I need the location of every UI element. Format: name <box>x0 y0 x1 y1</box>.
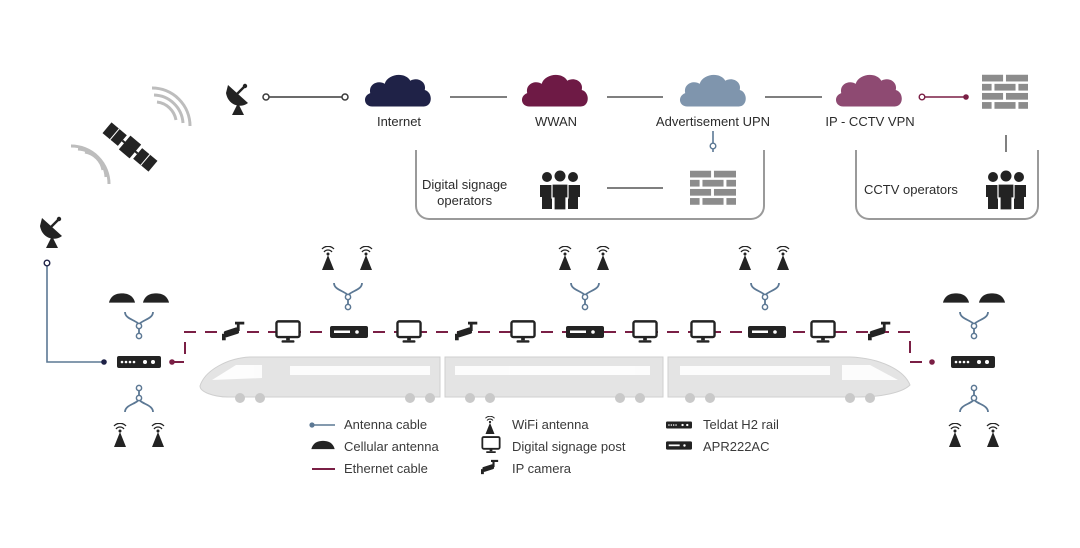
legend-label: Cellular antenna <box>344 439 439 454</box>
teldat-h2-rail-icon <box>951 356 995 368</box>
antenna-cable-fork <box>750 282 780 311</box>
cellular-antenna-icon <box>942 293 970 303</box>
wwan-cloud-icon <box>521 74 588 107</box>
wifi-antenna-icon <box>359 246 373 270</box>
ethernet-bus <box>169 331 935 365</box>
satellite-icon <box>70 86 192 185</box>
signage-post-icon <box>632 320 658 344</box>
teldat-h2-rail-icon <box>117 356 161 368</box>
internet-cloud-icon <box>364 74 431 107</box>
backbone-links <box>262 93 1007 189</box>
satellite-dish-icon <box>224 82 250 115</box>
ip-camera-icon <box>455 321 478 341</box>
antenna-cable-fork <box>959 384 989 413</box>
wifi-antenna-icon <box>321 246 335 270</box>
cloud-label-internet: Internet <box>376 114 422 129</box>
wifi-antenna-icon <box>948 423 962 447</box>
apr222ac-icon <box>330 326 368 338</box>
wifi-antenna-icon <box>986 423 1000 447</box>
signage-post-icon <box>275 320 301 344</box>
signage-post-icon <box>396 320 422 344</box>
cloud-label-cctv-vpn: IP - CCTV VPN <box>825 114 915 129</box>
apr222ac-icon <box>748 326 786 338</box>
legend-label: Ethernet cable <box>344 461 428 476</box>
wifi-antenna-icon <box>596 246 610 270</box>
antenna-cable-fork <box>333 282 363 311</box>
antenna-cable-fork <box>124 384 154 413</box>
signage-post-icon <box>510 320 536 344</box>
apr222ac-icon <box>566 326 604 338</box>
wifi-antenna-icon <box>776 246 790 270</box>
wifi-antenna-icon <box>558 246 572 270</box>
cellular-antenna-icon <box>142 293 170 303</box>
legend-label: APR222AC <box>703 439 770 454</box>
cctv-operators-box <box>855 150 1039 220</box>
wifi-antenna-icon <box>151 423 165 447</box>
advertisement-upn-cloud-icon <box>679 74 746 107</box>
legend-label: IP camera <box>512 461 572 476</box>
antenna-cable-fork <box>570 282 600 311</box>
legend-icons <box>309 416 692 475</box>
signage-operators-box <box>415 150 765 220</box>
legend-label: WiFi antenna <box>512 417 589 432</box>
wifi-antenna-icon <box>738 246 752 270</box>
firewall-icon <box>982 74 1028 109</box>
cloud-label-wwan: WWAN <box>534 114 578 129</box>
signage-post-icon <box>810 320 836 344</box>
signage-post-icon <box>690 320 716 344</box>
cloud-label-advertisement-upn: Advertisement UPN <box>655 114 771 129</box>
antenna-cable-fork <box>959 311 989 340</box>
cctv-vpn-cloud-icon <box>835 74 902 107</box>
legend-label: Digital signage post <box>512 439 626 454</box>
train-illustration <box>199 356 911 403</box>
cellular-antenna-icon <box>978 293 1006 303</box>
cellular-antenna-icon <box>108 293 136 303</box>
legend-label: Teldat H2 rail <box>703 417 779 432</box>
train-dish-icon <box>38 215 64 248</box>
signage-operators-label: Digital signage operators <box>422 177 508 208</box>
ip-camera-icon <box>222 321 245 341</box>
antenna-cable-fork <box>124 311 154 340</box>
cctv-operators-label: CCTV operators <box>864 182 958 197</box>
wifi-antenna-icon <box>113 423 127 447</box>
legend-label: Antenna cable <box>344 417 428 432</box>
